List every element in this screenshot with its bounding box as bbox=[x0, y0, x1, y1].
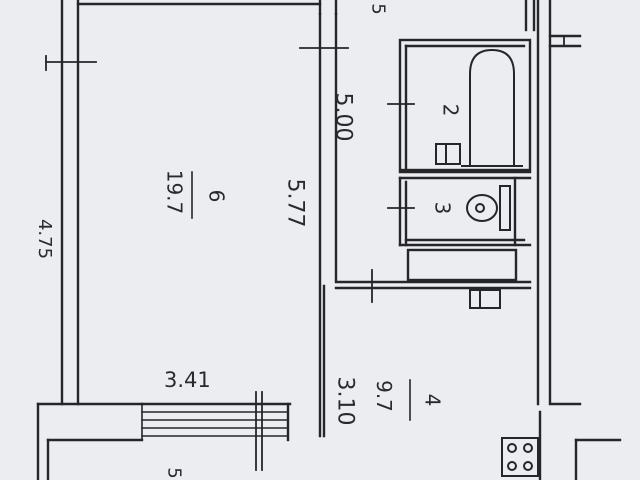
room-2-number: 2 bbox=[438, 103, 463, 117]
dimension-5-00: 5.00 bbox=[330, 92, 356, 142]
room-6-area: 19.7 bbox=[162, 169, 187, 215]
room-6-number: 6 bbox=[204, 189, 229, 203]
room-4-area: 9.7 bbox=[371, 380, 396, 412]
left-exterior-wall bbox=[60, 0, 80, 406]
bathroom-walls bbox=[398, 38, 532, 282]
central-partition-wall bbox=[318, 12, 338, 438]
edge-fragment-top: 5 bbox=[367, 3, 389, 15]
toilet bbox=[466, 185, 511, 231]
kitchen-top-wall bbox=[334, 280, 532, 290]
kitchen-sink bbox=[469, 289, 501, 309]
sink bbox=[435, 143, 461, 165]
dimension-3-10: 3.10 bbox=[332, 376, 358, 426]
dimension-ticks bbox=[45, 35, 565, 471]
top-wall bbox=[76, 0, 338, 16]
dimension-5-77: 5.77 bbox=[282, 178, 308, 228]
room-3-number: 3 bbox=[430, 201, 455, 215]
right-exterior-wall bbox=[524, 0, 582, 406]
bathtub bbox=[461, 48, 523, 167]
stove bbox=[501, 437, 539, 477]
edge-fragment-bottom: 5 bbox=[163, 467, 185, 479]
bottom-wall bbox=[36, 402, 622, 480]
edge-fragment-left: 4.75 bbox=[34, 218, 56, 260]
room-4-number: 4 bbox=[420, 393, 445, 407]
window-bands bbox=[141, 403, 289, 441]
dimension-3-41: 3.41 bbox=[164, 368, 211, 392]
